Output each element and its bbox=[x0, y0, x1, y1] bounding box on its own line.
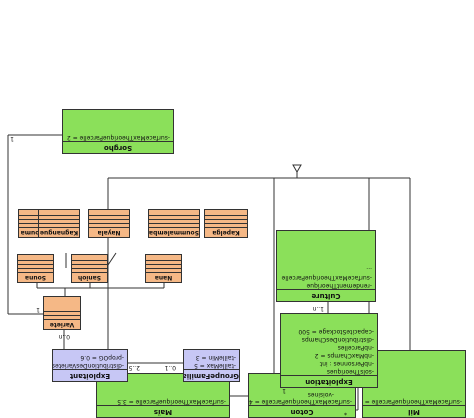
class-name: Maïs bbox=[97, 405, 229, 417]
mult-exploitant-variete: 0..n bbox=[58, 333, 70, 340]
attribute: -capaciteStockage = 500 bbox=[298, 328, 374, 335]
class-name: Kagnangue bbox=[39, 227, 79, 237]
attribute: -nbMaxChamps = 2 bbox=[314, 352, 374, 359]
class-groupe-familial[interactable]: GroupeFamilial -tailleMax = 5 -tailleMin… bbox=[183, 349, 240, 382]
attribute: -propOG = 0.6 bbox=[80, 354, 124, 361]
attribute: -distributionDesVarietes bbox=[52, 362, 124, 369]
class-name: Sorgho bbox=[63, 141, 173, 153]
class-name: Culture bbox=[277, 289, 375, 301]
label-voisines: -voisines bbox=[307, 391, 334, 398]
attribute: -surfaceMaxTheoriqueParcelle = 4.5 bbox=[248, 398, 352, 405]
class-sorgho[interactable]: Sorgho -surfaceMaxTheoriqueParcelle = 2 bbox=[62, 109, 174, 154]
mult-exploitation-culture: 1..n bbox=[312, 305, 324, 312]
class-exploitant[interactable]: Exploitant -distributionDesVarietes -pro… bbox=[52, 349, 128, 382]
class-name: Soummalemba bbox=[149, 227, 199, 237]
class-sanioh[interactable]: Sanioh bbox=[71, 254, 108, 283]
attribute: -solsTheoriques bbox=[326, 368, 374, 375]
class-name: Variete bbox=[44, 319, 80, 329]
attribute: -surfaceMaxTheoriqueParcelle bbox=[281, 274, 372, 281]
class-name: Kapelga bbox=[205, 227, 247, 237]
attribute: -distributionDesChamps bbox=[301, 336, 374, 343]
class-souna[interactable]: Souna bbox=[17, 254, 54, 283]
class-kagnangue[interactable]: Kagnangue bbox=[38, 209, 80, 238]
culture-generalization-arrowhead bbox=[292, 164, 302, 174]
class-nayala[interactable]: Nayala bbox=[88, 209, 130, 238]
attribute: -tailleMin = 3 bbox=[195, 354, 236, 361]
class-nana[interactable]: Nana bbox=[145, 254, 182, 283]
attribute: -surfaceMaxTheoriqueParcelle = 2 bbox=[66, 134, 170, 141]
class-name: Souna bbox=[18, 272, 53, 282]
attribute: ... bbox=[366, 266, 372, 273]
mult-voisines-star: * bbox=[344, 409, 347, 416]
attribute: -nbParcelles bbox=[337, 344, 374, 351]
class-name: Sanioh bbox=[72, 272, 107, 282]
mult-exploitant-groupe-right: 0..1 bbox=[164, 364, 176, 371]
attribute: -nbPersonnes : int bbox=[319, 360, 374, 367]
class-name: Exploitant bbox=[53, 369, 127, 381]
class-name: Coton bbox=[249, 405, 355, 417]
class-soummalemba[interactable]: Soummalemba bbox=[148, 209, 200, 238]
class-name: Mil bbox=[363, 405, 465, 417]
mult-exploitation-exploitant: 1 bbox=[282, 387, 286, 394]
attribute: -tailleMax = 5 bbox=[194, 362, 236, 369]
class-culture[interactable]: Culture -rendementTheorique -surfaceMaxT… bbox=[276, 230, 376, 302]
class-name: Exploitation bbox=[281, 375, 377, 387]
class-name: Nana bbox=[146, 272, 181, 282]
class-name: GroupeFamilial bbox=[183, 369, 239, 381]
class-exploitation[interactable]: Exploitation -solsTheoriques -nbPersonne… bbox=[280, 313, 378, 388]
mult-variete-sorgho-bottom: 1 bbox=[36, 306, 40, 313]
mult-exploitant-groupe-left: 2..5 bbox=[128, 364, 140, 371]
class-variete[interactable]: Variete bbox=[43, 296, 81, 330]
class-kapelga[interactable]: Kapelga bbox=[204, 209, 248, 238]
mult-variete-sorgho-top: 1 bbox=[10, 135, 14, 142]
attribute: -rendementTheorique bbox=[306, 282, 372, 289]
attribute: -surfaceMaxTheoriqueParcelle = 3.5 bbox=[117, 398, 226, 405]
attribute: -surfaceMaxTheoriqueParcelle = 1.75 bbox=[362, 398, 462, 405]
class-name: Nayala bbox=[89, 227, 129, 237]
